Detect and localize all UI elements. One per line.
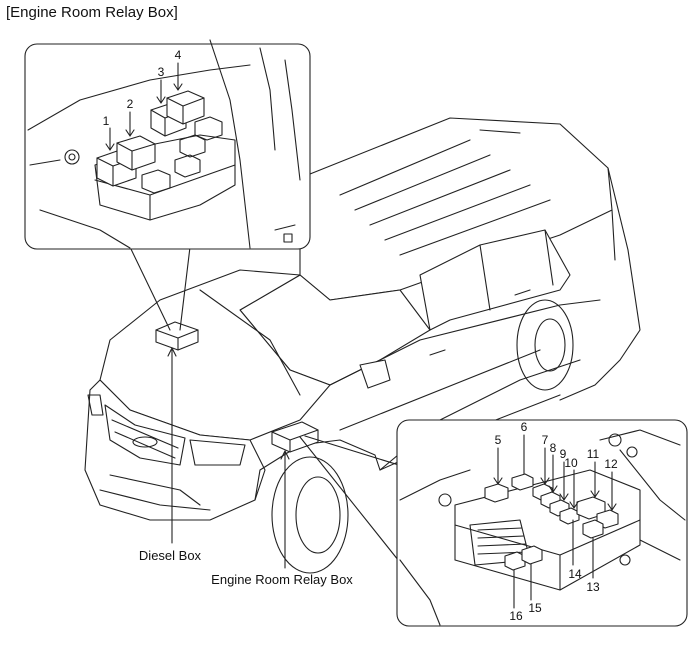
callout-16: 16: [509, 609, 523, 623]
callout-11: 11: [587, 447, 600, 461]
callout-2: 2: [127, 97, 134, 111]
callout-8: 8: [550, 441, 557, 455]
callout-9: 9: [560, 447, 567, 461]
engine-room-relay-box-label: Engine Room Relay Box: [211, 572, 353, 587]
callout-3: 3: [158, 65, 165, 79]
callout-15: 15: [528, 601, 542, 615]
callout-4: 4: [175, 48, 182, 62]
diesel-box-label: Diesel Box: [139, 548, 202, 563]
callout-10: 10: [564, 456, 578, 470]
vehicle-illustration: [84, 117, 641, 574]
lower-inset: [396, 419, 688, 627]
diesel-box-marker: [155, 321, 199, 351]
callout-14: 14: [568, 567, 582, 581]
callout-12: 12: [604, 457, 618, 471]
callout-1: 1: [103, 114, 110, 128]
callout-7: 7: [542, 433, 549, 447]
callout-6: 6: [521, 420, 528, 434]
upper-inset: [24, 39, 311, 250]
page-title: [Engine Room Relay Box]: [6, 4, 178, 21]
callout-13: 13: [586, 580, 600, 594]
callout-5: 5: [495, 433, 502, 447]
